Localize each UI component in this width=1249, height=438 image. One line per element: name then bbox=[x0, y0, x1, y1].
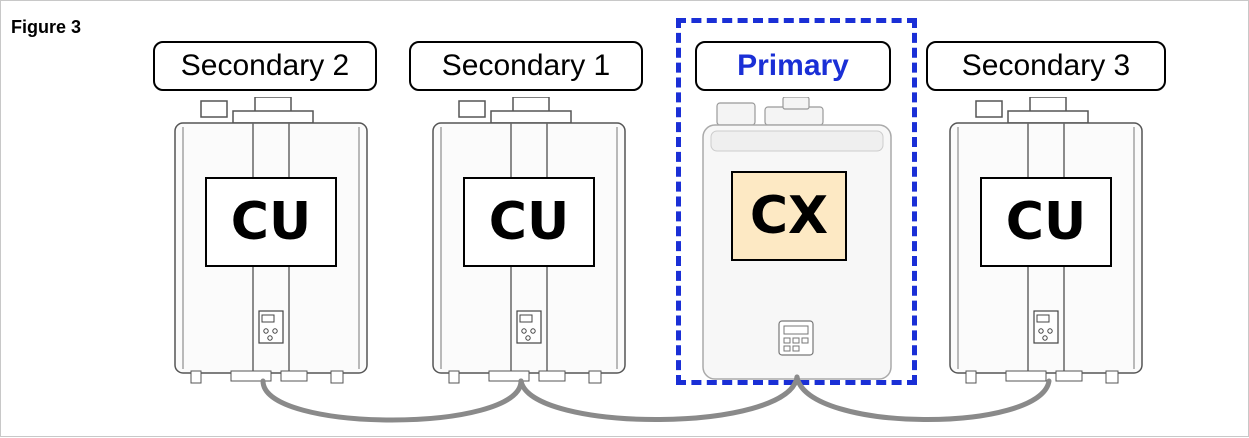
model-label-cx: CX bbox=[731, 171, 847, 261]
water-heater-secondary-1: CU bbox=[429, 97, 629, 387]
label-primary: Primary bbox=[695, 41, 891, 91]
model-label-cu: CU bbox=[980, 177, 1112, 267]
label-secondary-2: Secondary 2 bbox=[153, 41, 377, 91]
label-secondary-1: Secondary 1 bbox=[409, 41, 643, 91]
water-heater-secondary-3: CU bbox=[946, 97, 1146, 387]
model-label-cu: CU bbox=[205, 177, 337, 267]
water-heater-secondary-2: CU bbox=[171, 97, 371, 387]
figure-title: Figure 3 bbox=[11, 17, 82, 37]
water-heater-primary: CX bbox=[699, 97, 895, 387]
label-secondary-3: Secondary 3 bbox=[926, 41, 1166, 91]
model-label-cu: CU bbox=[463, 177, 595, 267]
